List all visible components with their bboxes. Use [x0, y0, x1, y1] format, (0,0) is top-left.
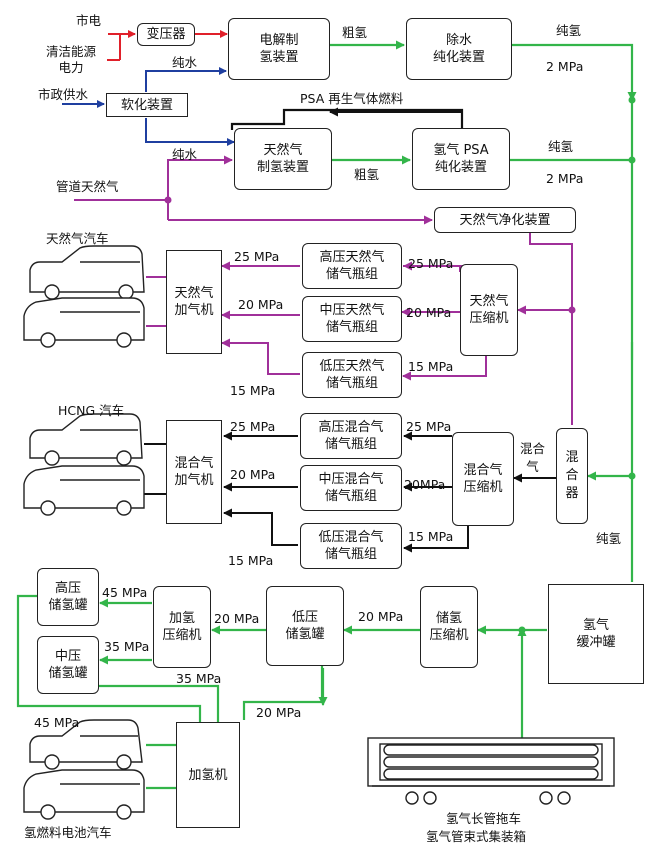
pure-water-label-2: 纯水 — [172, 147, 198, 162]
ng-25mpa-label-b: 25 MPa — [408, 256, 454, 271]
ng-dispenser-box: 天然气加气机 — [166, 250, 222, 354]
natural-gas-lines — [74, 155, 573, 425]
junction-dots — [164, 96, 636, 634]
pure-water-label-1: 纯水 — [172, 55, 198, 70]
ng-mp-storage-box: 中压天然气储气瓶组 — [302, 296, 402, 342]
ng-15mpa-label-b: 15 MPa — [408, 359, 454, 374]
h2-20mpa-label-a: 20 MPa — [214, 611, 260, 626]
ng-vehicles-label: 天然气汽车 — [46, 231, 109, 246]
crude-h2-label-1: 粗氢 — [342, 25, 368, 40]
mix-15mpa-label-a: 15 MPa — [228, 553, 274, 568]
dewater-box: 除水纯化装置 — [406, 18, 512, 80]
mix-20mpa-label-b: 20MPa — [404, 477, 446, 492]
ng-20mpa-label-b: 20 MPa — [406, 305, 452, 320]
ng-15mpa-label-a: 15 MPa — [230, 383, 276, 398]
hcng-suv-icon — [29, 413, 143, 466]
hcng-vehicles-label: HCNG 汽车 — [58, 403, 125, 418]
pure-h2-label-3: 纯氢 — [596, 531, 622, 546]
grid-power-label: 市电 — [76, 13, 102, 28]
pipeline-gas-label: 管道天然气 — [56, 179, 119, 194]
h2-booster-compressor-box: 加氢压缩机 — [153, 586, 211, 668]
transformer-box: 变压器 — [137, 23, 195, 46]
mix-25mpa-label-a: 25 MPa — [230, 419, 276, 434]
ng-25mpa-label-a: 25 MPa — [234, 249, 280, 264]
pressure-2mpa-label-2: 2 MPa — [546, 171, 584, 186]
mix-dispenser-box: 混合气加气机 — [166, 420, 222, 524]
vehicles — [23, 245, 145, 820]
ng-suv-icon — [29, 245, 145, 300]
ng-hp-storage-box: 高压天然气储气瓶组 — [302, 243, 402, 289]
tube-trailer-icon — [367, 737, 615, 805]
tube-container-label: 氢气管束式集装箱 — [426, 829, 527, 844]
mix-hp-storage-box: 高压混合气储气瓶组 — [300, 413, 402, 459]
power-lines — [107, 30, 228, 61]
crude-h2-label-2: 粗氢 — [354, 167, 380, 182]
h2-dispenser-box: 加氢机 — [176, 722, 240, 828]
hcng-van-icon — [23, 465, 145, 516]
h2-buffer-tank-box: 氢气缓冲罐 — [548, 584, 644, 684]
mix-15mpa-label-b: 15 MPa — [408, 529, 454, 544]
fcev-suv-icon — [29, 719, 143, 770]
h2-lp-tank-box: 低压储氢罐 — [266, 586, 344, 666]
fcev-van-icon — [23, 769, 145, 820]
h2-35mpa-label-b: 35 MPa — [176, 671, 222, 686]
pure-h2-label-2: 纯氢 — [548, 139, 574, 154]
h2-hp-tank-box: 高压储氢罐 — [37, 568, 99, 626]
ng-van-icon — [23, 297, 145, 348]
h2-20mpa-label-b: 20 MPa — [358, 609, 404, 624]
ng-compressor-box: 天然气压缩机 — [460, 264, 518, 356]
psa-regen-gas-label: PSA 再生气体燃料 — [300, 91, 404, 106]
mix-compressor-box: 混合气压缩机 — [452, 432, 514, 526]
pressure-2mpa-label-1: 2 MPa — [546, 59, 584, 74]
mixer-box: 混合器 — [556, 428, 588, 524]
pure-h2-label-1: 纯氢 — [556, 23, 582, 38]
h2-20mpa-label-c: 20 MPa — [256, 705, 302, 720]
clean-power-label: 清洁能源 电力 — [46, 44, 97, 75]
mix-25mpa-label-b: 25 MPa — [406, 419, 452, 434]
electrolyzer-box: 电解制氢装置 — [228, 18, 330, 80]
h2-mp-tank-box: 中压储氢罐 — [37, 636, 99, 694]
ng-20mpa-label-a: 20 MPa — [238, 297, 284, 312]
h2-45mpa-label-a: 45 MPa — [102, 585, 148, 600]
mixed-gas-label: 混合 气 — [520, 441, 546, 474]
h2-35mpa-label-a: 35 MPa — [104, 639, 150, 654]
ng-reformer-box: 天然气制氢装置 — [234, 128, 332, 190]
h2-45mpa-label-b: 45 MPa — [34, 715, 80, 730]
softener-box: 软化装置 — [106, 93, 188, 117]
water-lines — [62, 67, 235, 146]
fcev-label: 氢燃料电池汽车 — [24, 825, 112, 840]
ng-purifier-box: 天然气净化装置 — [434, 207, 576, 233]
mix-lp-storage-box: 低压混合气储气瓶组 — [300, 523, 402, 569]
mix-mp-storage-box: 中压混合气储气瓶组 — [300, 465, 402, 511]
tube-trailer-label: 氢气长管拖车 — [446, 811, 522, 826]
mix-20mpa-label-a: 20 MPa — [230, 467, 276, 482]
municipal-water-label: 市政供水 — [38, 87, 89, 102]
ng-lp-storage-box: 低压天然气储气瓶组 — [302, 352, 402, 398]
mixed-gas-lines — [144, 107, 556, 553]
h2-storage-compressor-box: 储氢压缩机 — [420, 586, 478, 668]
